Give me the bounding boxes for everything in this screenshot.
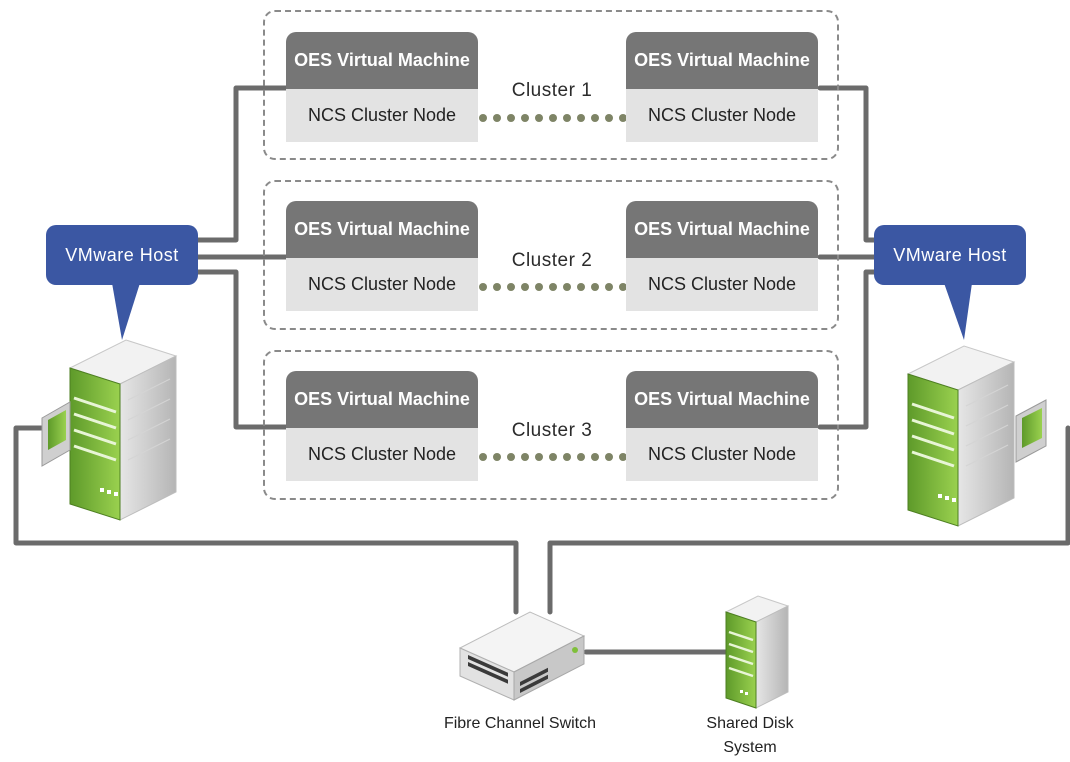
- vm-role: NCS Cluster Node: [626, 89, 818, 142]
- cluster-2-right-vm: OES Virtual Machine NCS Cluster Node: [626, 201, 818, 311]
- vm-role: NCS Cluster Node: [286, 258, 478, 311]
- link-left-host-cluster3: [195, 269, 289, 430]
- fibre-cable-left: [13, 425, 519, 615]
- heartbeat-cluster2: [479, 283, 627, 291]
- cluster-3-right-vm: OES Virtual Machine NCS Cluster Node: [626, 371, 818, 481]
- vm-title: OES Virtual Machine: [626, 371, 818, 428]
- heartbeat-cluster1: [479, 114, 627, 122]
- cluster-1-label: Cluster 1: [511, 80, 593, 101]
- switch-label: Fibre Channel Switch: [443, 715, 597, 732]
- cluster-2-label: Cluster 2: [511, 250, 593, 271]
- cluster-2-left-vm: OES Virtual Machine NCS Cluster Node: [286, 201, 478, 311]
- link-left-host-cluster1: [195, 85, 289, 243]
- cluster-1-left-vm: OES Virtual Machine NCS Cluster Node: [286, 32, 478, 142]
- left-host-label: VMware Host: [65, 245, 179, 265]
- cluster-3-label: Cluster 3: [511, 420, 593, 441]
- cluster-1-box: [263, 10, 839, 160]
- vm-title: OES Virtual Machine: [286, 201, 478, 258]
- vm-role: NCS Cluster Node: [286, 428, 478, 481]
- heartbeat-dots: [479, 114, 627, 461]
- cluster-2-box: [263, 180, 839, 330]
- fibre-cable-right: [547, 425, 1070, 615]
- right-host-label: VMware Host: [893, 245, 1007, 265]
- vm-role: NCS Cluster Node: [286, 89, 478, 142]
- cluster-1-right-vm: OES Virtual Machine NCS Cluster Node: [626, 32, 818, 142]
- cluster-3-box: [263, 350, 839, 500]
- disk-label: Shared Disk System: [706, 715, 794, 756]
- vm-title: OES Virtual Machine: [286, 371, 478, 428]
- link-right-host-cluster1: [817, 85, 877, 243]
- cluster-3-left-vm: OES Virtual Machine NCS Cluster Node: [286, 371, 478, 481]
- heartbeat-cluster3: [479, 453, 627, 461]
- link-right-host-cluster3: [817, 269, 877, 430]
- vm-title: OES Virtual Machine: [286, 32, 478, 89]
- vm-role: NCS Cluster Node: [626, 258, 818, 311]
- vm-role: NCS Cluster Node: [626, 428, 818, 481]
- vm-title: OES Virtual Machine: [626, 32, 818, 89]
- vm-title: OES Virtual Machine: [626, 201, 818, 258]
